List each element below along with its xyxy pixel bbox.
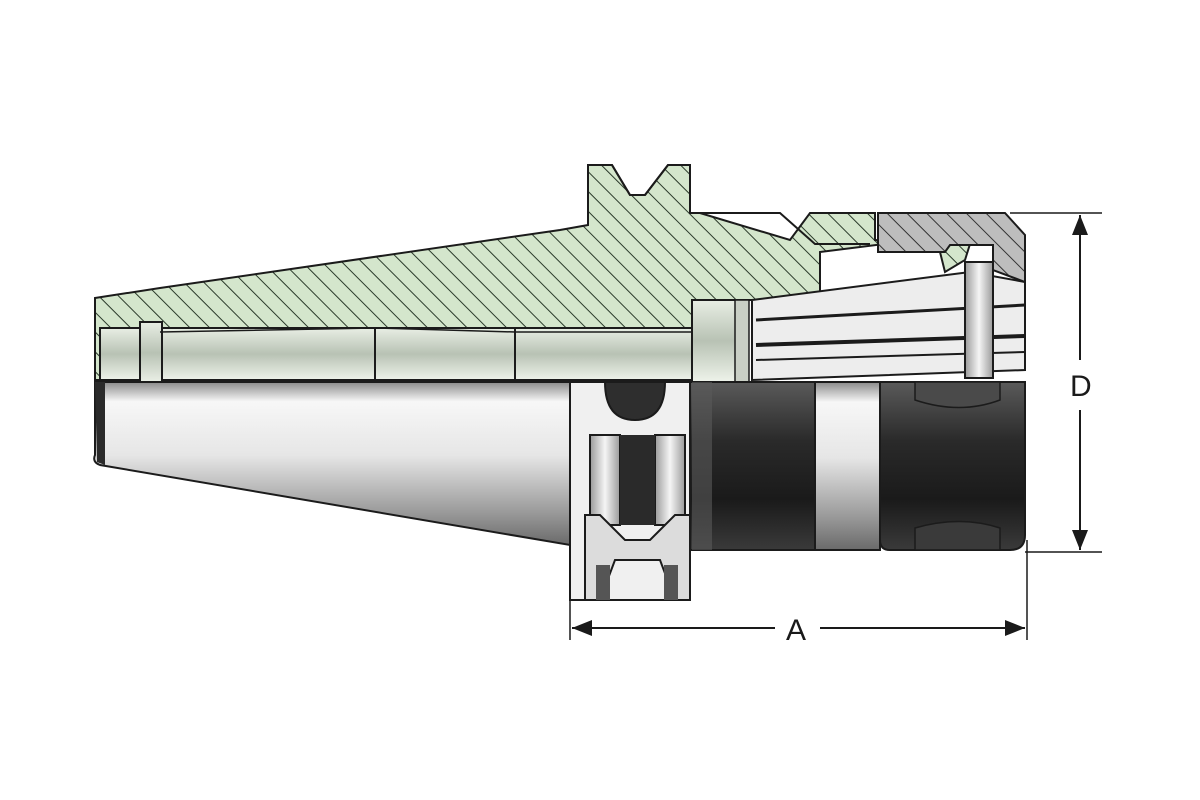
flange-outline	[588, 164, 870, 245]
clamping-nut-section	[877, 212, 1026, 284]
clamping-nut	[879, 381, 1026, 551]
drive-slot-right	[654, 434, 686, 526]
flange-notch	[603, 381, 667, 422]
dimension-label-a: A	[786, 614, 806, 647]
collet-upper	[751, 270, 1026, 382]
bore-top-line	[159, 327, 692, 333]
dimension-label-d: D	[1070, 370, 1092, 403]
taper-cone	[93, 381, 571, 547]
bore-step	[139, 321, 163, 385]
groove-shade-left	[596, 565, 610, 600]
drive-slot-gap	[620, 435, 655, 525]
collar-highlight	[692, 382, 712, 550]
inner-bore	[99, 327, 693, 381]
groove-shade-right	[664, 565, 678, 600]
nut-flat-top	[914, 381, 1001, 409]
drive-slot-left	[589, 434, 621, 526]
collet-ring	[964, 261, 994, 379]
nut-flat-bottom	[914, 520, 1001, 551]
body-neck	[814, 381, 881, 551]
taper-nose	[95, 382, 105, 465]
stop-ring-inner	[734, 299, 750, 383]
